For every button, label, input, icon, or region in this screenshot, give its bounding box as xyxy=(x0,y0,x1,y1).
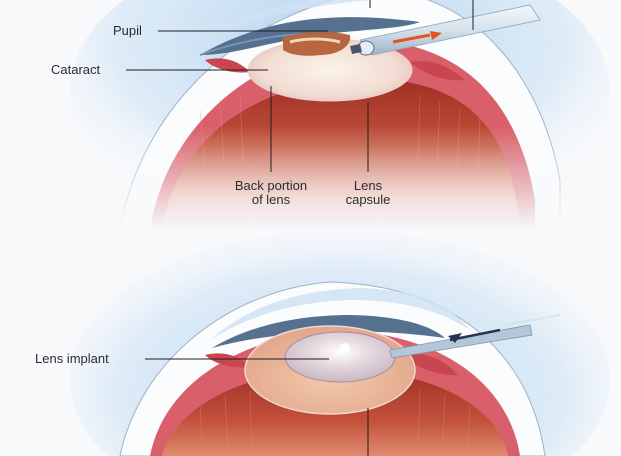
leader-lines xyxy=(126,0,474,172)
label-lens-capsule-line2: capsule xyxy=(345,192,391,207)
label-lens-capsule-line1: Lens xyxy=(353,178,383,193)
label-pupil: Pupil xyxy=(113,23,142,38)
panel-after-surgery: Lens implant xyxy=(0,230,621,456)
label-back-portion-line1: Back portion xyxy=(234,178,308,193)
label-back-portion-of-lens: Back portion of lens xyxy=(235,179,307,207)
eye-cross-section-before xyxy=(0,0,621,230)
label-cataract: Cataract xyxy=(51,62,101,77)
leader-lines-bottom xyxy=(145,358,369,456)
label-lens-implant: Lens implant xyxy=(35,351,109,366)
eye-cross-section-after xyxy=(70,230,610,456)
panel-before-surgery: Pupil Cataract Back portion of lens Lens… xyxy=(0,0,621,230)
label-back-portion-line2: of lens xyxy=(251,192,291,207)
injector-instrument-icon xyxy=(389,314,561,359)
label-lens-capsule: Lens capsule xyxy=(346,179,391,207)
